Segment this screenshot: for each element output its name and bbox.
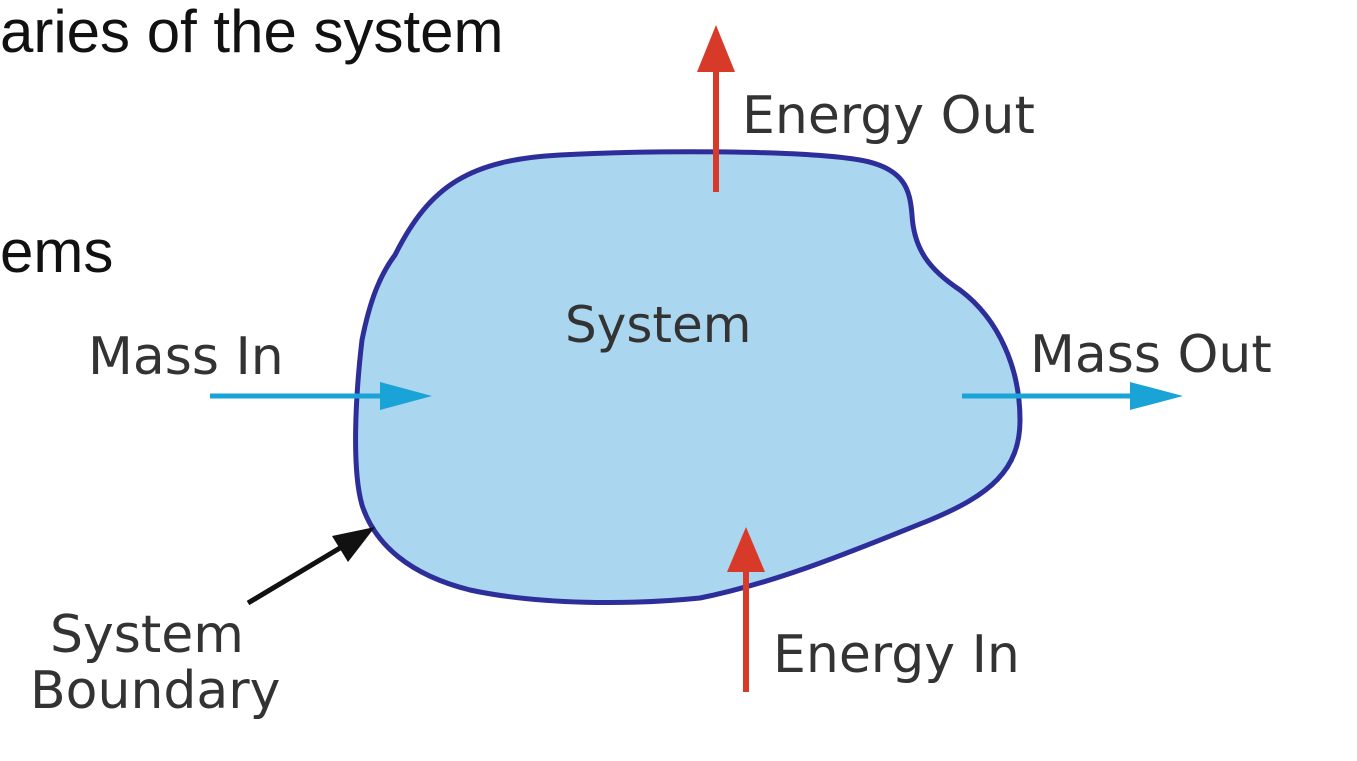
energy-out-label: Energy Out	[742, 86, 1035, 146]
slide-text-line-2: ems	[0, 218, 114, 285]
energy-in-label: Energy In	[773, 625, 1020, 685]
boundary-label-line-1: System	[50, 605, 244, 665]
system-region	[353, 149, 1023, 605]
mass-out-label: Mass Out	[1030, 325, 1272, 385]
boundary-pointer-arrow	[246, 527, 375, 606]
slide-text-line-1: aries of the system	[0, 0, 504, 65]
boundary-label-line-2: Boundary	[30, 661, 280, 721]
mass-out-arrow	[962, 382, 1183, 410]
system-label: System	[565, 296, 751, 354]
energy-in-arrow	[727, 527, 765, 692]
energy-out-arrow	[697, 25, 735, 192]
mass-in-arrow	[210, 382, 432, 410]
mass-in-label: Mass In	[88, 327, 284, 387]
